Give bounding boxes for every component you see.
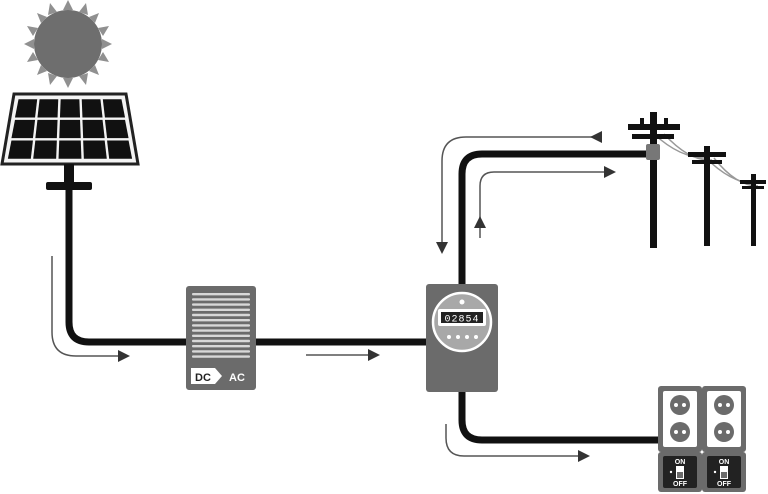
inverter-fin: [192, 350, 250, 353]
switch-on-label: ON: [719, 459, 730, 466]
inverter-fin: [192, 339, 250, 343]
meter-to-outlets-wire: [458, 392, 658, 444]
solar-cell: [58, 140, 82, 159]
solar-cell: [102, 99, 126, 118]
flow-arrow-from-grid: [441, 136, 602, 242]
inverter-fin: [192, 319, 250, 322]
solar-cell: [14, 99, 38, 118]
solar-cell: [7, 140, 33, 159]
solar-cell: [33, 140, 57, 159]
utility-poles-icon: [628, 112, 766, 248]
inverter-cooling-fins: [192, 293, 250, 358]
switch-off-label: OFF: [673, 481, 688, 488]
solar-cell: [107, 140, 133, 159]
wires: [65, 150, 658, 444]
outlets-and-switches: ON OFF ON OFF: [658, 386, 746, 492]
flow-arrow-to-grid: [479, 171, 604, 238]
inverter-fin: [192, 345, 250, 348]
inverter-fin: [192, 293, 250, 296]
outlet-icon: [658, 386, 702, 452]
solar-cell: [59, 119, 81, 139]
solar-panel-cells: [7, 99, 133, 159]
inverter-fin: [192, 324, 250, 327]
inverter-dc-label: DC: [195, 372, 211, 384]
solar-cell: [82, 119, 105, 139]
inverter-ac-label: AC: [229, 372, 245, 384]
panel-to-inverter-wire: [65, 190, 186, 346]
solar-cell: [81, 99, 103, 118]
electric-meter-icon: 02854: [426, 284, 498, 392]
solar-cell: [104, 119, 129, 139]
inverter-fin: [192, 329, 250, 332]
solar-panel-icon: [0, 92, 140, 190]
inverter-fin: [192, 313, 250, 317]
sun-icon: [24, 0, 112, 88]
solar-cell: [59, 99, 81, 118]
flow-arrow-to-outlets: [445, 424, 578, 457]
inverter-fin: [192, 355, 250, 358]
solar-cell: [11, 119, 36, 139]
switch-icon: ON OFF: [658, 452, 702, 492]
inverter-icon: DC AC: [186, 286, 256, 390]
switch-off-label: OFF: [717, 481, 732, 488]
inverter-fin: [192, 298, 250, 301]
flow-arrows: [51, 131, 616, 462]
solar-cell: [35, 119, 58, 139]
meter-reading: 02854: [444, 315, 479, 326]
meter-to-grid-wire: [458, 150, 652, 286]
outlet-icon: [702, 386, 746, 452]
switch-icon: ON OFF: [702, 452, 746, 492]
solar-cell: [37, 99, 59, 118]
inverter-fin: [192, 334, 250, 337]
flow-arrow-panel-down: [51, 256, 118, 357]
inverter-fin: [192, 303, 250, 306]
inverter-fin: [192, 308, 250, 311]
solar-cell: [83, 140, 107, 159]
switch-on-label: ON: [675, 459, 686, 466]
